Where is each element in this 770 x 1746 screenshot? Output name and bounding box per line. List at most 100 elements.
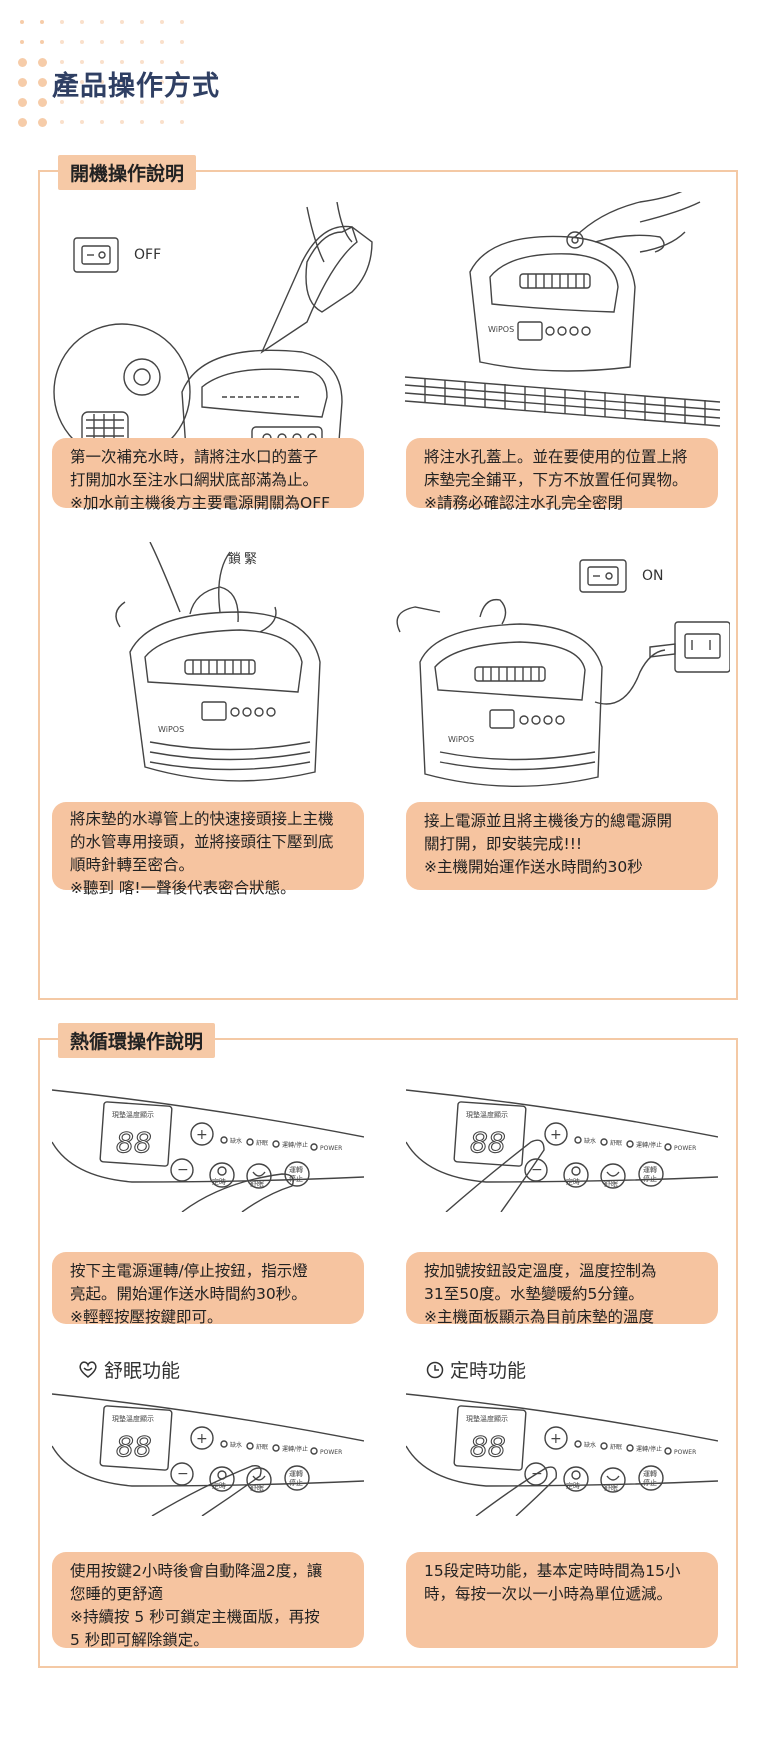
svg-text:POWER: POWER bbox=[674, 1449, 696, 1456]
decor-dot bbox=[160, 100, 164, 104]
decor-dot bbox=[160, 20, 164, 24]
svg-text:運轉: 運轉 bbox=[643, 1165, 657, 1174]
svg-text:88: 88 bbox=[470, 1126, 506, 1159]
decor-dot bbox=[38, 98, 47, 107]
decor-dot bbox=[100, 120, 104, 124]
decor-dot bbox=[100, 40, 104, 44]
decor-dot bbox=[80, 60, 84, 64]
decor-dot bbox=[160, 80, 164, 84]
decor-dot bbox=[20, 20, 24, 24]
svg-text:POWER: POWER bbox=[320, 1449, 342, 1456]
decor-dot bbox=[120, 20, 124, 24]
svg-text:定時: 定時 bbox=[212, 1481, 226, 1490]
svg-text:+: + bbox=[550, 1127, 562, 1143]
decor-dot bbox=[180, 60, 184, 64]
decor-dot bbox=[60, 100, 64, 104]
svg-text:現墊溫度顯示: 現墊溫度顯示 bbox=[466, 1414, 508, 1423]
svg-text:缺水: 缺水 bbox=[230, 1441, 242, 1449]
decor-dot bbox=[80, 20, 84, 24]
decor-dot bbox=[60, 120, 64, 124]
section-tab-power-on: 開機操作說明 bbox=[58, 155, 197, 190]
decor-dot bbox=[140, 120, 144, 124]
decor-dot bbox=[38, 78, 47, 87]
svg-text:停止: 停止 bbox=[289, 1174, 303, 1183]
decor-dot bbox=[180, 120, 184, 124]
decor-dot bbox=[20, 40, 24, 44]
svg-text:WiPOS: WiPOS bbox=[488, 325, 514, 334]
sleep-icon bbox=[79, 1360, 97, 1378]
svg-text:WiPOS: WiPOS bbox=[448, 735, 474, 744]
switch-off-icon bbox=[73, 237, 119, 273]
decor-dot bbox=[100, 60, 104, 64]
svg-text:舒眠: 舒眠 bbox=[250, 1483, 264, 1492]
svg-text:88: 88 bbox=[470, 1430, 506, 1463]
decor-dot bbox=[140, 40, 144, 44]
decor-dot bbox=[80, 100, 84, 104]
decor-dot bbox=[18, 118, 27, 127]
decor-dot bbox=[140, 80, 144, 84]
decor-dot bbox=[80, 80, 84, 84]
svg-text:運轉: 運轉 bbox=[289, 1165, 303, 1174]
svg-text:舒眠: 舒眠 bbox=[610, 1443, 622, 1451]
decor-dot bbox=[160, 60, 164, 64]
timer-function-title: 定時功能 bbox=[426, 1356, 526, 1383]
section-tab-heat-cycle: 熱循環操作說明 bbox=[58, 1023, 216, 1058]
decor-dot bbox=[140, 20, 144, 24]
svg-text:停止: 停止 bbox=[643, 1174, 657, 1183]
page-title: 產品操作方式 bbox=[52, 71, 220, 102]
decor-dot bbox=[120, 100, 124, 104]
off-label: OFF bbox=[134, 247, 162, 263]
svg-text:舒眠: 舒眠 bbox=[610, 1139, 622, 1147]
decor-dot bbox=[40, 20, 44, 24]
decor-dot bbox=[60, 40, 64, 44]
decor-dot bbox=[38, 58, 47, 67]
decor-dot bbox=[18, 78, 27, 87]
svg-text:舒眠: 舒眠 bbox=[250, 1179, 264, 1188]
caption-timer: 15段定時功能，基本定時時間為15小 時，每按一次以一小時為單位遞減。 bbox=[406, 1552, 718, 1648]
caption-step-2: 將注水孔蓋上。並在要使用的位置上將 床墊完全鋪平，下方不放置任何異物。 ※請務必… bbox=[406, 438, 718, 512]
svg-text:POWER: POWER bbox=[320, 1145, 342, 1152]
decor-dot bbox=[100, 80, 104, 84]
svg-text:現墊溫度顯示: 現墊溫度顯示 bbox=[112, 1110, 154, 1119]
panel-illustration-run: 現墊溫度顯示 88 + − 定時 舒眠 運轉 停止 缺水 舒眠 運轉/停止 PO… bbox=[52, 1082, 364, 1212]
panel-illustration-timer: 現墊溫度顯示 88 + − 定時 舒眠 運轉 停止 缺水 舒眠 運轉/停止 PO… bbox=[406, 1386, 718, 1516]
decor-dot bbox=[120, 40, 124, 44]
svg-text:停止: 停止 bbox=[289, 1478, 303, 1487]
svg-text:缺水: 缺水 bbox=[230, 1137, 242, 1145]
svg-text:定時: 定時 bbox=[566, 1177, 580, 1186]
svg-text:88: 88 bbox=[116, 1126, 152, 1159]
illustration-close-cap: WiPOS bbox=[400, 192, 730, 432]
decor-dot bbox=[180, 40, 184, 44]
svg-text:POWER: POWER bbox=[674, 1145, 696, 1152]
decor-dot bbox=[180, 100, 184, 104]
panel-illustration-sleep: 現墊溫度顯示 88 + − 定時 舒眠 運轉 停止 缺水 舒眠 運轉/停止 PO… bbox=[52, 1386, 364, 1516]
decor-dot bbox=[18, 58, 27, 67]
svg-text:停止: 停止 bbox=[643, 1478, 657, 1487]
svg-text:+: + bbox=[196, 1127, 208, 1143]
decor-dot bbox=[180, 20, 184, 24]
decor-dot bbox=[60, 60, 64, 64]
svg-text:缺水: 缺水 bbox=[584, 1137, 596, 1145]
caption-step-3: 將床墊的水導管上的快速接頭接上主機 的水管專用接頭，並將接頭往下壓到底 順時針轉… bbox=[52, 802, 364, 897]
decor-dot bbox=[120, 120, 124, 124]
svg-text:+: + bbox=[550, 1431, 562, 1447]
svg-text:現墊溫度顯示: 現墊溫度顯示 bbox=[112, 1414, 154, 1423]
mattress-grid bbox=[404, 376, 721, 427]
decor-dot bbox=[180, 80, 184, 84]
decor-dot bbox=[18, 98, 27, 107]
svg-text:缺水: 缺水 bbox=[584, 1441, 596, 1449]
svg-text:運轉/停止: 運轉/停止 bbox=[282, 1141, 308, 1149]
decor-dot bbox=[120, 80, 124, 84]
decor-dot bbox=[100, 100, 104, 104]
svg-text:運轉/停止: 運轉/停止 bbox=[636, 1445, 662, 1453]
decor-dot bbox=[40, 40, 44, 44]
decor-dot bbox=[140, 100, 144, 104]
svg-text:運轉: 運轉 bbox=[289, 1469, 303, 1478]
svg-text:定時: 定時 bbox=[566, 1481, 580, 1490]
svg-text:舒眠: 舒眠 bbox=[604, 1483, 618, 1492]
svg-text:現墊溫度顯示: 現墊溫度顯示 bbox=[466, 1110, 508, 1119]
decor-dot bbox=[38, 118, 47, 127]
clock-icon bbox=[426, 1361, 444, 1378]
svg-text:−: − bbox=[177, 1162, 189, 1178]
svg-text:−: − bbox=[177, 1466, 189, 1482]
